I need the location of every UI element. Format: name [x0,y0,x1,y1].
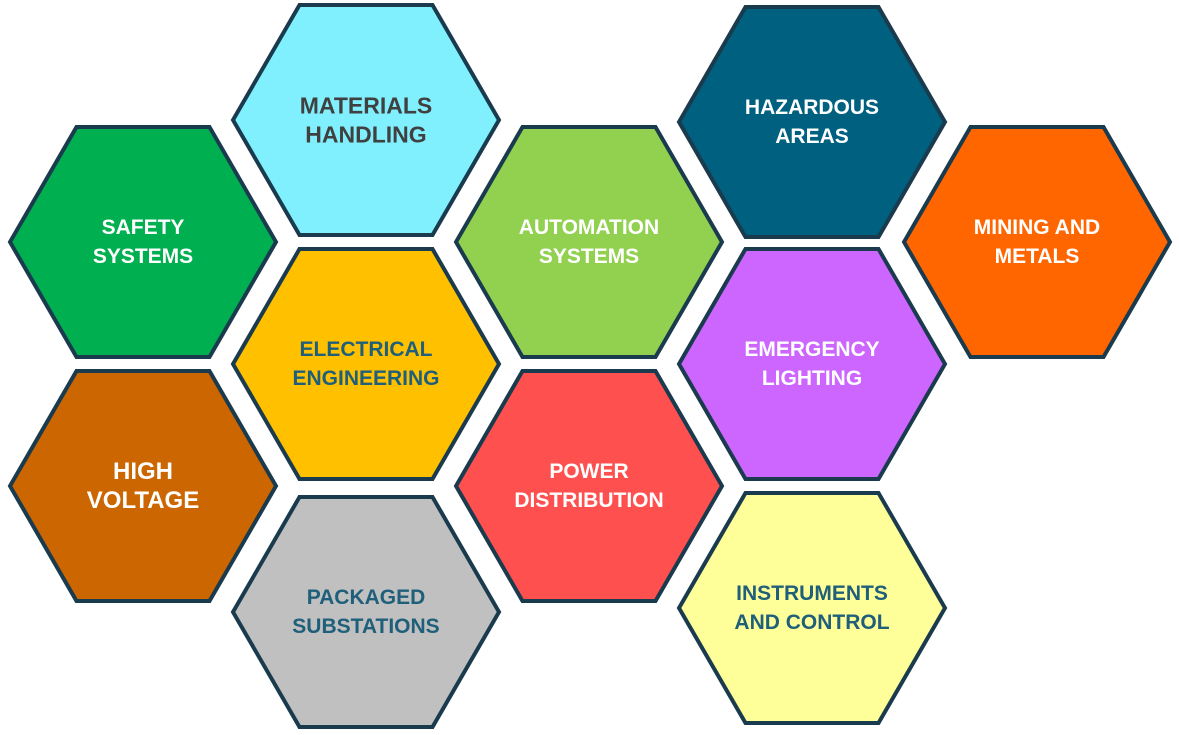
hexagon-label-line: VOLTAGE [87,487,199,514]
hexagon-label-line: HIGH [113,458,173,485]
hexagon-label-line: HAZARDOUS [745,96,879,119]
hexagon-shape [676,491,948,725]
hexagon-label-line: AREAS [775,125,849,148]
hexagon-shape [676,5,948,239]
hexagon-label-line: MATERIALS [300,93,432,119]
hexagon-shape [453,125,725,359]
hexagon-label-line: SYSTEMS [539,245,639,268]
hexagon-shape [453,369,725,603]
hexagon-shape [7,125,279,359]
hexagon-label-line: AUTOMATION [519,216,659,239]
hexagon-label-line: HANDLING [305,122,426,148]
hexagon-label-line: ENGINEERING [292,367,439,390]
hexagon-label-line: DISTRIBUTION [514,489,663,512]
hexagon-shape [230,495,502,729]
hexagon-safety-systems: SAFETY SYSTEMS [7,125,279,359]
hexagon-mining-and-metals: MINING AND METALS [901,125,1173,359]
hexagon-packaged-substations: PACKAGED SUBSTATIONS [230,495,502,729]
hexagon-shape [7,369,279,603]
hexagon-hazardous-areas: HAZARDOUS AREAS [676,5,948,239]
hexagon-label-line: MINING AND [974,216,1100,239]
hexagon-power-distribution: POWER DISTRIBUTION [453,369,725,603]
hexagon-shape [230,247,502,481]
hexagon-label-line: ELECTRICAL [300,338,433,361]
hexagon-label-line: SAFETY [102,216,185,239]
hexagon-shape [230,2,502,237]
hexagon-label-line: INSTRUMENTS [736,582,888,605]
hexagon-label-line: SYSTEMS [93,245,193,268]
hexagon-label-line: SUBSTATIONS [292,615,439,638]
hexagon-shape [676,247,948,481]
hexagon-electrical-engineering: ELECTRICAL ENGINEERING [230,247,502,481]
hexagon-label-line: METALS [995,245,1080,268]
hexagon-label-line: LIGHTING [762,367,862,390]
hexagon-label-line: PACKAGED [307,586,426,609]
hexagon-materials-handling: MATERIALS HANDLING [230,2,502,237]
hexagon-label-line: EMERGENCY [744,338,879,361]
hexagon-label-line: POWER [549,460,628,483]
hexagon-emergency-lighting: EMERGENCY LIGHTING [676,247,948,481]
hexagon-automation-systems: AUTOMATION SYSTEMS [453,125,725,359]
hexagon-label-line: AND CONTROL [734,611,889,634]
hexagon-shape [901,125,1173,359]
hexagon-instruments-and-control: INSTRUMENTS AND CONTROL [676,491,948,725]
